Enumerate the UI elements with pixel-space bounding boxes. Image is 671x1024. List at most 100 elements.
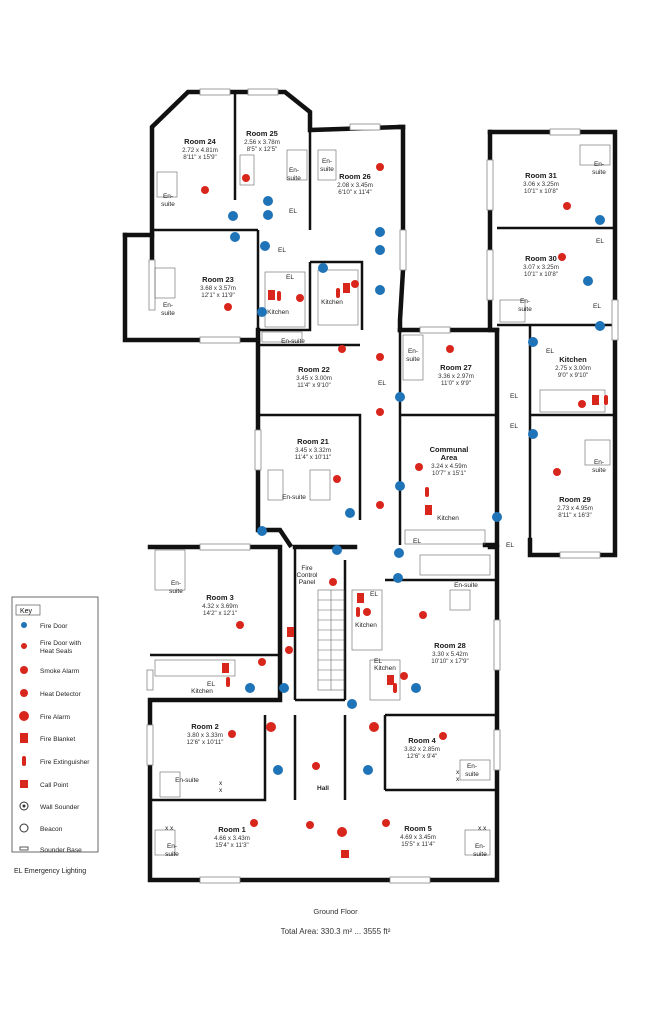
fire-door-icon xyxy=(395,481,405,491)
smoke-alarm-icon xyxy=(439,732,447,740)
fire-door-icon xyxy=(263,196,273,206)
svg-text:suite: suite xyxy=(473,851,487,858)
smoke-alarm-icon xyxy=(333,475,341,483)
room-28-name: Room 28 xyxy=(434,641,466,650)
svg-text:EL: EL xyxy=(413,538,421,545)
fire-blanket-icon xyxy=(425,505,432,515)
communal-area-name: Communal xyxy=(430,445,469,454)
fire-door-signs xyxy=(228,196,605,775)
svg-text:En-: En- xyxy=(475,843,485,850)
fire-door-icon xyxy=(375,227,385,237)
svg-text:10'7" x 15'1": 10'7" x 15'1" xyxy=(432,470,466,477)
fire-extinguisher-icon xyxy=(356,607,360,617)
svg-text:Sounder Base: Sounder Base xyxy=(40,847,82,854)
smoke-alarm-icon xyxy=(20,666,28,674)
svg-text:Kitchen: Kitchen xyxy=(191,688,213,695)
walls xyxy=(122,89,618,883)
svg-text:4.32 x 3.69m: 4.32 x 3.69m xyxy=(202,603,238,610)
svg-text:En-: En- xyxy=(163,193,173,200)
svg-text:Heat Seals: Heat Seals xyxy=(40,648,73,655)
svg-text:Heat Detector: Heat Detector xyxy=(40,691,81,698)
smoke-alarm-icon xyxy=(224,303,232,311)
fire-door-icon xyxy=(528,337,538,347)
svg-text:En-suite: En-suite xyxy=(175,777,199,784)
svg-text:En-: En- xyxy=(167,843,177,850)
room-labels: Room 24 2.72 x 4.81m 8'11" x 15'9" Room … xyxy=(182,129,593,849)
svg-text:suite: suite xyxy=(169,588,183,595)
svg-text:11'4" x 10'11": 11'4" x 10'11" xyxy=(295,454,331,461)
fire-door-icon xyxy=(245,683,255,693)
svg-text:3.36 x 2.97m: 3.36 x 2.97m xyxy=(438,373,474,380)
smoke-alarm-icon xyxy=(553,468,561,476)
svg-text:2.08 x 3.45m: 2.08 x 3.45m xyxy=(337,182,373,189)
fire-door-icon xyxy=(273,765,283,775)
svg-text:Fire Alarm: Fire Alarm xyxy=(40,714,71,721)
fire-extinguisher-icon xyxy=(604,395,608,405)
svg-text:3.45 x 3.32m: 3.45 x 3.32m xyxy=(295,447,331,454)
svg-text:En-suite: En-suite xyxy=(454,582,478,589)
windows xyxy=(146,88,619,884)
fire-door-icon xyxy=(332,545,342,555)
svg-text:15'4" x 11'3": 15'4" x 11'3" xyxy=(215,842,248,849)
fire-door-icon xyxy=(347,699,357,709)
svg-text:10'1" x 10'8": 10'1" x 10'8" xyxy=(524,188,558,195)
svg-text:EL: EL xyxy=(510,393,518,400)
key-title: Key xyxy=(20,608,33,615)
svg-text:En-: En- xyxy=(520,298,530,305)
svg-text:EL: EL xyxy=(596,238,604,245)
room-25-name: Room 25 xyxy=(246,129,278,138)
room-4-name: Room 4 xyxy=(408,736,436,745)
fire-blanket-icon xyxy=(20,733,28,743)
svg-text:Control: Control xyxy=(297,572,319,579)
svg-text:suite: suite xyxy=(165,851,179,858)
fire-door-icon xyxy=(393,573,403,583)
heat-detector-icon xyxy=(296,294,304,302)
fire-extinguisher-icon xyxy=(425,487,429,497)
fire-door-icon xyxy=(345,508,355,518)
svg-text:EL: EL xyxy=(286,274,294,281)
wall-sounder-icon xyxy=(19,801,29,811)
room-31-name: Room 31 xyxy=(525,171,557,180)
svg-text:15'5" x 11'4": 15'5" x 11'4" xyxy=(401,841,434,848)
room-3-name: Room 3 xyxy=(206,593,234,602)
svg-text:12'6" x 10'11": 12'6" x 10'11" xyxy=(187,739,224,746)
svg-text:3.07 x 3.25m: 3.07 x 3.25m xyxy=(523,264,559,271)
smoke-alarm-icon xyxy=(250,819,258,827)
call-point-icon xyxy=(20,780,28,788)
smoke-alarm-icon xyxy=(415,463,423,471)
svg-text:Kitchen: Kitchen xyxy=(267,309,289,316)
fire-blanket-icon xyxy=(387,675,394,685)
svg-text:En-: En- xyxy=(594,161,604,168)
svg-text:2.75 x 3.00m: 2.75 x 3.00m xyxy=(555,365,591,372)
smoke-alarm-icon xyxy=(558,253,566,261)
svg-text:Area: Area xyxy=(441,453,459,462)
fire-door-icon xyxy=(595,321,605,331)
svg-text:En-suite: En-suite xyxy=(282,494,306,501)
fire-door-icon xyxy=(411,683,421,693)
svg-text:x x: x x xyxy=(478,825,487,832)
room-2-name: Room 2 xyxy=(191,722,219,731)
smoke-alarm-icon xyxy=(236,621,244,629)
svg-text:9'0" x 9'10": 9'0" x 9'10" xyxy=(558,372,589,379)
svg-text:10'10" x 17'9": 10'10" x 17'9" xyxy=(431,658,468,665)
svg-text:Fire Door: Fire Door xyxy=(40,623,68,630)
room-21-name: Room 21 xyxy=(297,437,329,446)
emergency-lighting-legend: EL Emergency Lighting xyxy=(14,868,87,875)
svg-text:suite: suite xyxy=(161,201,175,208)
svg-text:Kitchen: Kitchen xyxy=(374,665,396,672)
room-26-name: Room 26 xyxy=(339,172,371,181)
svg-text:11'4" x 9'10": 11'4" x 9'10" xyxy=(297,382,330,389)
svg-text:EL: EL xyxy=(593,303,601,310)
svg-text:Panel: Panel xyxy=(299,579,316,586)
svg-text:EL: EL xyxy=(378,380,386,387)
svg-text:Call Point: Call Point xyxy=(40,782,68,789)
smoke-alarm-icon xyxy=(242,174,250,182)
svg-text:2.56 x 3.78m: 2.56 x 3.78m xyxy=(244,139,280,146)
fire-door-icon xyxy=(318,263,328,273)
smoke-alarm-icon xyxy=(201,186,209,194)
fire-door-icon xyxy=(492,512,502,522)
smoke-alarm-icon xyxy=(376,501,384,509)
svg-text:Beacon: Beacon xyxy=(40,826,63,833)
room-1-name: Room 1 xyxy=(218,825,246,834)
svg-text:En-: En- xyxy=(171,580,181,587)
